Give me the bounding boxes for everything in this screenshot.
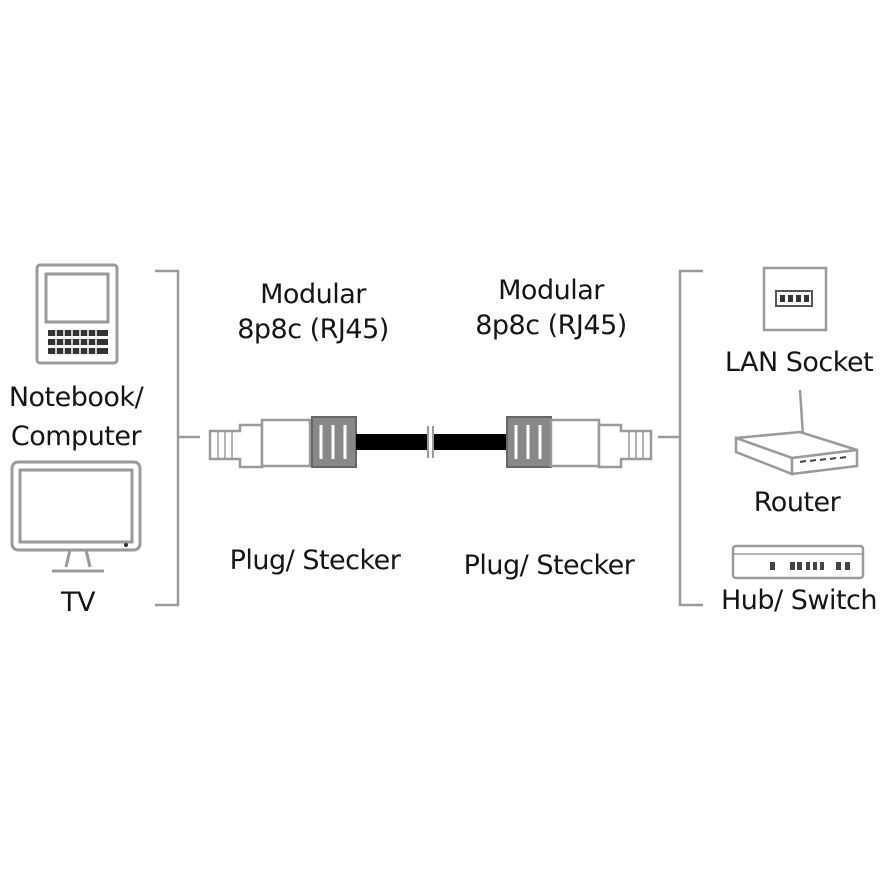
right-connector-type-label: Modular 8p8c (RJ45)	[475, 275, 627, 341]
right-bracket	[658, 269, 703, 607]
hub-switch-label: Hub/ Switch	[721, 585, 878, 616]
router-label: Router	[753, 487, 841, 518]
tv-icon	[10, 460, 142, 573]
notebook-icon	[35, 263, 119, 365]
right-connector-gender-label: Plug/ Stecker	[463, 550, 635, 581]
left-bracket	[155, 269, 200, 607]
left-connector-type-label: Modular 8p8c (RJ45)	[237, 279, 389, 345]
router-icon	[734, 389, 859, 476]
right-rj45-plug-icon	[506, 416, 653, 469]
cable	[356, 426, 507, 458]
tv-label: TV	[61, 587, 95, 618]
left-rj45-plug-icon	[208, 416, 357, 469]
hub-switch-icon	[731, 544, 865, 580]
notebook-computer-label: Notebook/ Computer	[8, 382, 144, 452]
lan-socket-icon	[762, 266, 828, 332]
left-connector-gender-label: Plug/ Stecker	[229, 545, 401, 576]
lan-socket-label: LAN Socket	[724, 347, 874, 378]
